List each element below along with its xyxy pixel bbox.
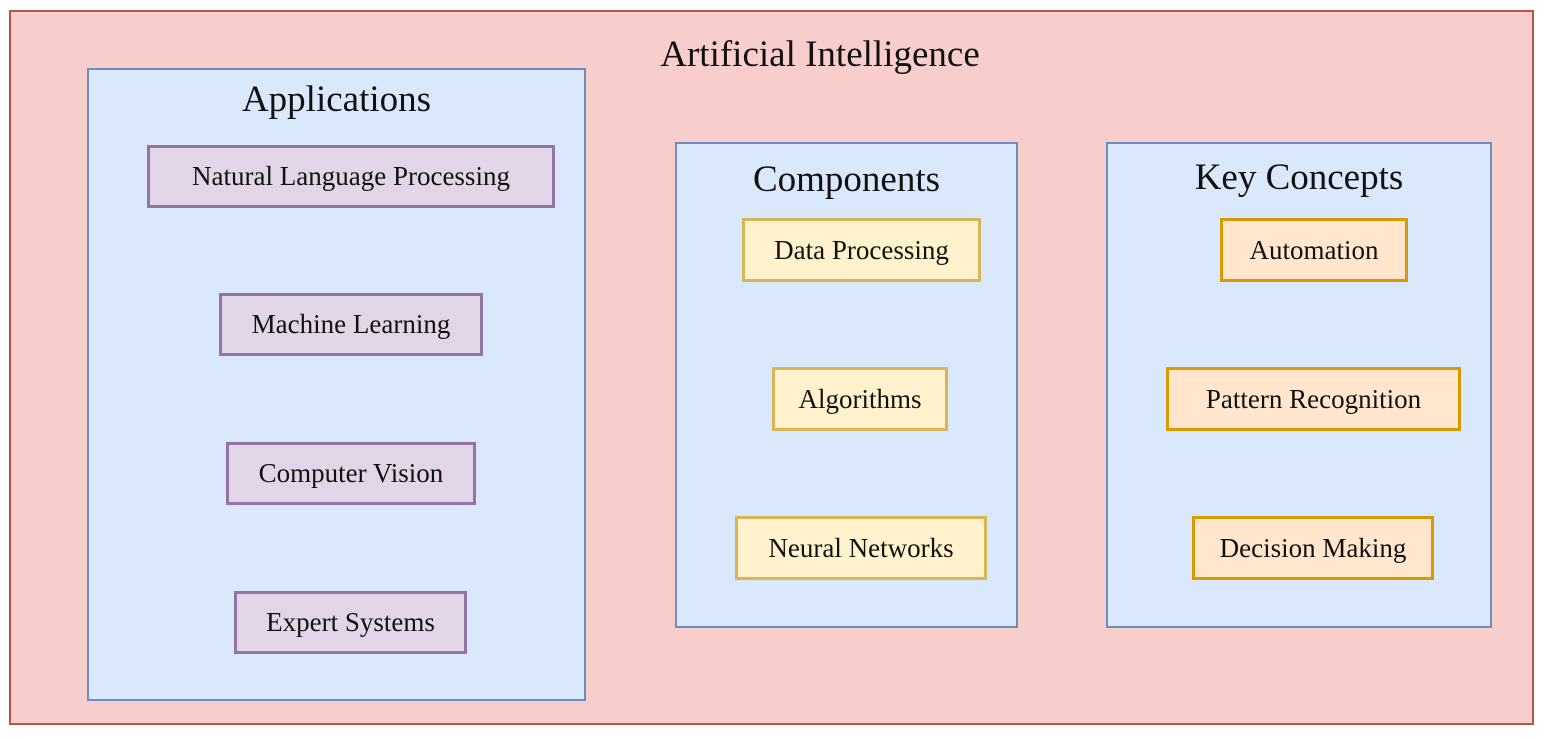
components-title: Components [752,159,941,200]
applications-title: Applications [241,79,432,120]
node-algorithms: Algorithms [772,367,948,431]
node-neural-networks: Neural Networks [735,516,987,580]
node-expert-systems: Expert Systems [234,591,467,654]
node-machine-learning: Machine Learning [219,293,483,356]
node-pattern-recognition: Pattern Recognition [1166,367,1461,431]
node-data-processing: Data Processing [742,218,981,282]
node-computer-vision: Computer Vision [226,442,476,505]
node-decision-making: Decision Making [1192,516,1434,580]
node-automation: Automation [1220,218,1408,282]
key-concepts-title: Key Concepts [1194,157,1404,198]
node-natural-language-processing: Natural Language Processing [147,145,555,208]
diagram-title: Artificial Intelligence [660,34,980,75]
